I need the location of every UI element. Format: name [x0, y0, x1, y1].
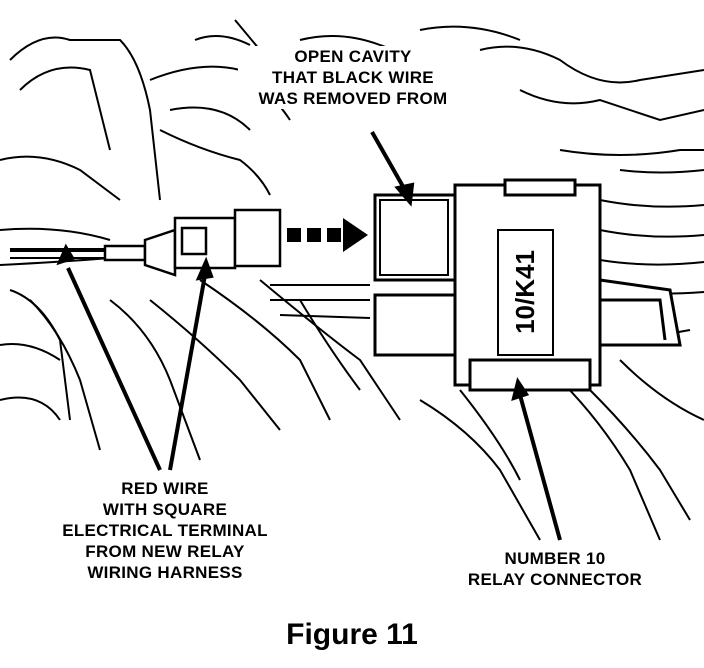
callout-open-cavity-line-1: OPEN CAVITY [294, 47, 412, 66]
leader-relay-connector [518, 394, 562, 541]
callout-red-wire-line-4: FROM NEW RELAY [85, 542, 245, 561]
callout-open-cavity: OPEN CAVITY THAT BLACK WIRE WAS REMOVED … [238, 46, 468, 109]
callout-red-wire-line-2: WITH SQUARE [102, 500, 228, 519]
callout-relay-connector-line-1: NUMBER 10 [504, 549, 606, 568]
leader-red-wire-1 [66, 267, 162, 471]
callout-red-wire-line-1: RED WIRE [121, 479, 209, 498]
callout-relay-connector: NUMBER 10 RELAY CONNECTOR [440, 548, 670, 590]
callout-open-cavity-line-2: THAT BLACK WIRE [272, 68, 434, 87]
open-cavity [379, 199, 449, 276]
leader-lines [56, 131, 562, 541]
callout-red-wire-line-3: ELECTRICAL TERMINAL [62, 521, 268, 540]
wiring-illustration [0, 19, 704, 541]
connector-label: 10/K41 [510, 250, 540, 334]
callout-red-wire-line-5: WIRING HARNESS [87, 563, 243, 582]
callout-red-wire: RED WIRE WITH SQUARE ELECTRICAL TERMINAL… [25, 478, 305, 583]
callout-open-cavity-line-3: WAS REMOVED FROM [258, 89, 448, 108]
leader-red-wire-2 [168, 274, 207, 471]
leader-open-cavity [370, 131, 407, 191]
background-wire-harness [0, 19, 704, 541]
insertion-arrow [287, 218, 368, 252]
red-wire-terminal [10, 208, 282, 277]
callout-relay-connector-line-2: RELAY CONNECTOR [467, 570, 643, 589]
figure-caption: Figure 11 [286, 618, 418, 651]
